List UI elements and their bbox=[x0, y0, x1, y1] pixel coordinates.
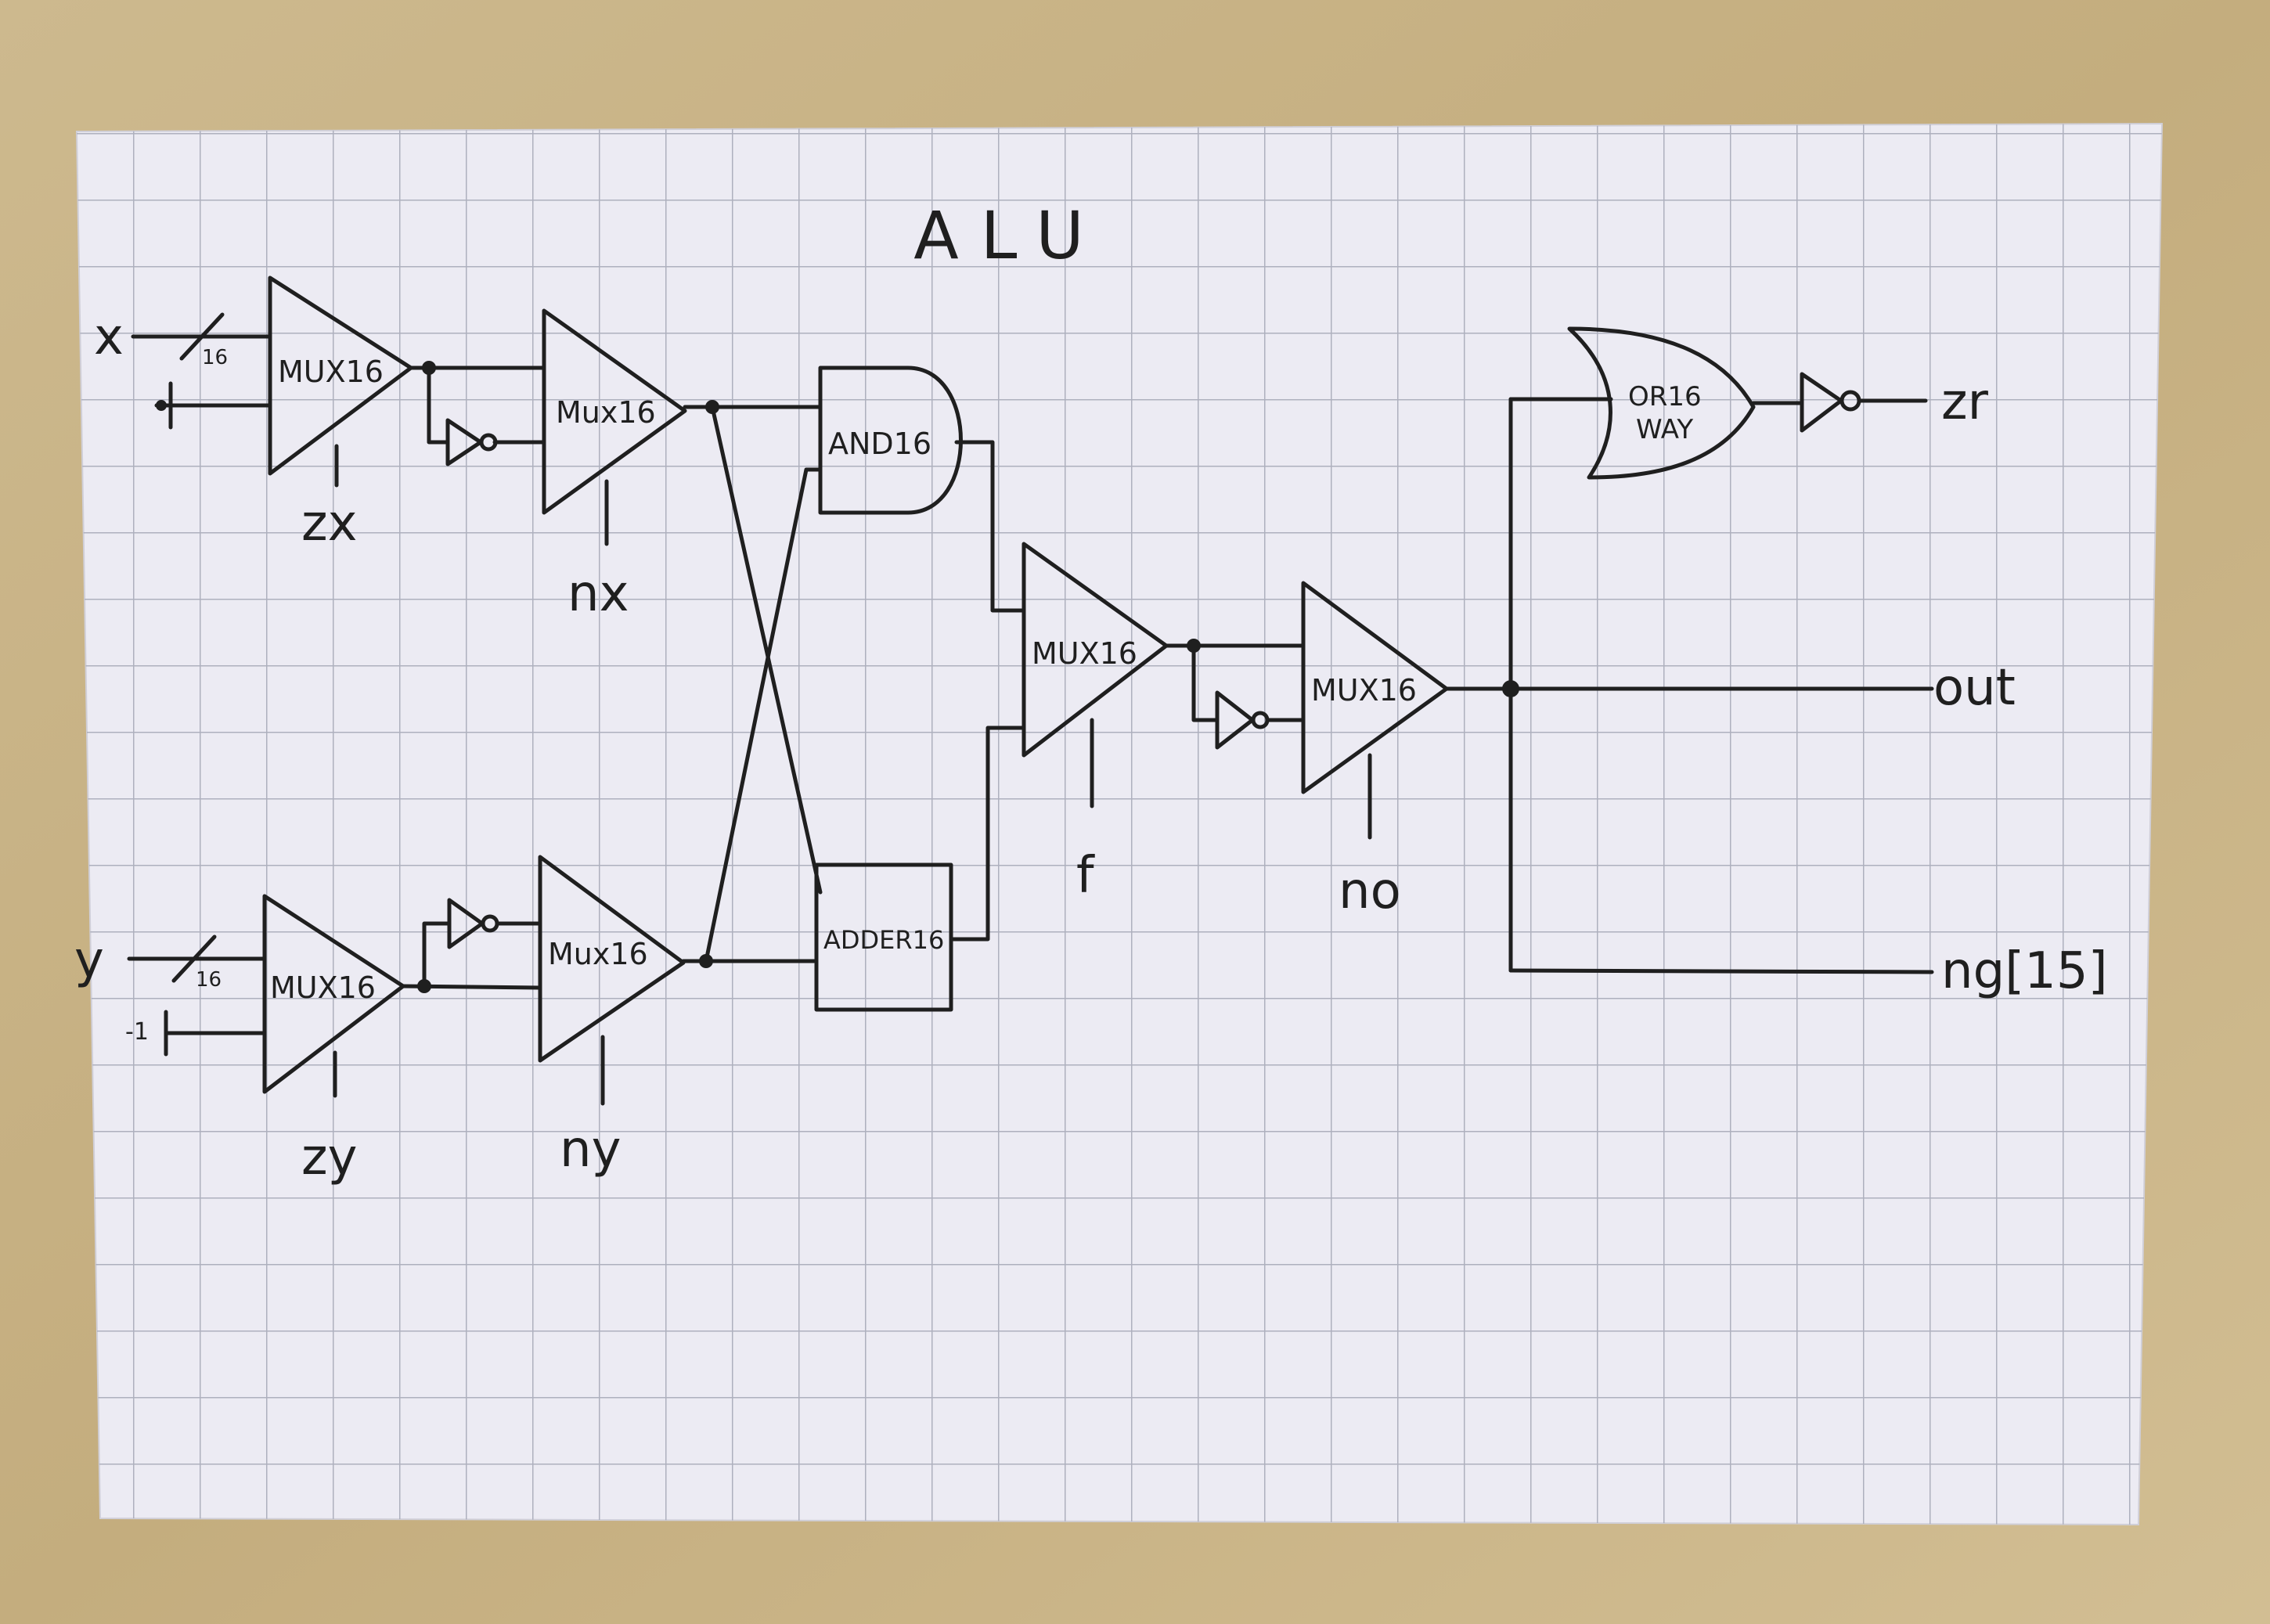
bus-width-label-x: 16 bbox=[202, 346, 228, 369]
and16-gate: AND16 bbox=[818, 365, 963, 515]
not-x-gate bbox=[445, 418, 498, 466]
mux-no-gate: MUX16 bbox=[1301, 581, 1449, 794]
ny-output-wires bbox=[681, 467, 823, 968]
bus-width-label-y: 16 bbox=[196, 968, 222, 992]
mux-zy-label: MUX16 bbox=[270, 970, 376, 1005]
f-mux-to-no-wires bbox=[1164, 639, 1306, 722]
or16way-gate: OR16 WAY bbox=[1567, 326, 1756, 480]
input-label-y: y bbox=[74, 931, 104, 989]
output-label-ng: ng[15] bbox=[1941, 942, 2108, 1000]
or16way-label-line2: WAY bbox=[1636, 414, 1693, 445]
mux-ny-label: Mux16 bbox=[548, 937, 648, 971]
mux-f-gate: MUX16 bbox=[1022, 542, 1169, 758]
control-label-ny: ny bbox=[560, 1121, 621, 1179]
and16-label: AND16 bbox=[828, 427, 931, 461]
output-bus-wires bbox=[1444, 397, 1934, 974]
mux-ny-gate: Mux16 bbox=[538, 855, 686, 1063]
mux-zx-gate: MUX16 bbox=[268, 275, 413, 476]
input-label-x: x bbox=[94, 308, 124, 366]
y-mux-to-ny-wires bbox=[401, 921, 542, 993]
f-select-wires bbox=[949, 440, 1026, 942]
constant-label-y: -1 bbox=[125, 1018, 149, 1046]
control-label-no: no bbox=[1339, 862, 1401, 920]
output-label-zr: zr bbox=[1941, 373, 1989, 431]
control-label-nx: nx bbox=[568, 565, 629, 623]
y-const-wire bbox=[164, 1010, 267, 1057]
not-out-gate bbox=[1215, 690, 1270, 750]
zr-not-gate-and-wire bbox=[1751, 372, 1928, 433]
adder16-label: ADDER16 bbox=[823, 925, 944, 955]
output-label-out: out bbox=[1933, 659, 2016, 717]
control-label-zx: zx bbox=[301, 495, 357, 553]
x-mux-to-nx-wires bbox=[409, 361, 546, 445]
not-y-gate bbox=[447, 898, 499, 949]
mux-zy-gate: MUX16 bbox=[262, 894, 405, 1094]
control-label-f: f bbox=[1076, 847, 1095, 905]
mux-zx-label: MUX16 bbox=[278, 355, 384, 389]
mux-no-label: MUX16 bbox=[1311, 673, 1417, 708]
control-label-zy: zy bbox=[301, 1129, 357, 1186]
grid-paper bbox=[75, 122, 2164, 1526]
mux-nx-label: Mux16 bbox=[556, 395, 656, 430]
diagram-title: ALU bbox=[913, 197, 1106, 274]
mux-f-label: MUX16 bbox=[1032, 636, 1137, 671]
or16way-label-line1: OR16 bbox=[1628, 381, 1702, 412]
x-input-wire bbox=[131, 312, 272, 361]
nx-output-wires bbox=[683, 400, 823, 895]
x-zero-constant-wire bbox=[154, 381, 272, 430]
mux-nx-gate: Mux16 bbox=[542, 308, 687, 515]
y-input-wire bbox=[127, 934, 267, 983]
